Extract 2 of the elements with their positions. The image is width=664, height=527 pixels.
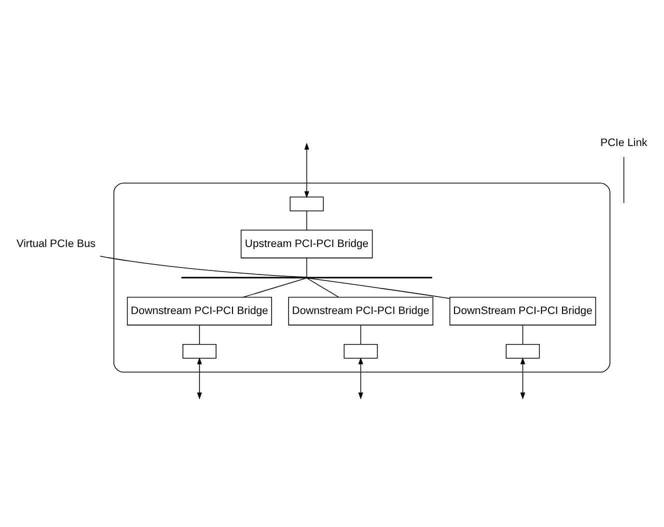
node-text: Virtual PCIe Bus <box>16 237 96 250</box>
node-text: PCIe Link <box>600 136 648 148</box>
